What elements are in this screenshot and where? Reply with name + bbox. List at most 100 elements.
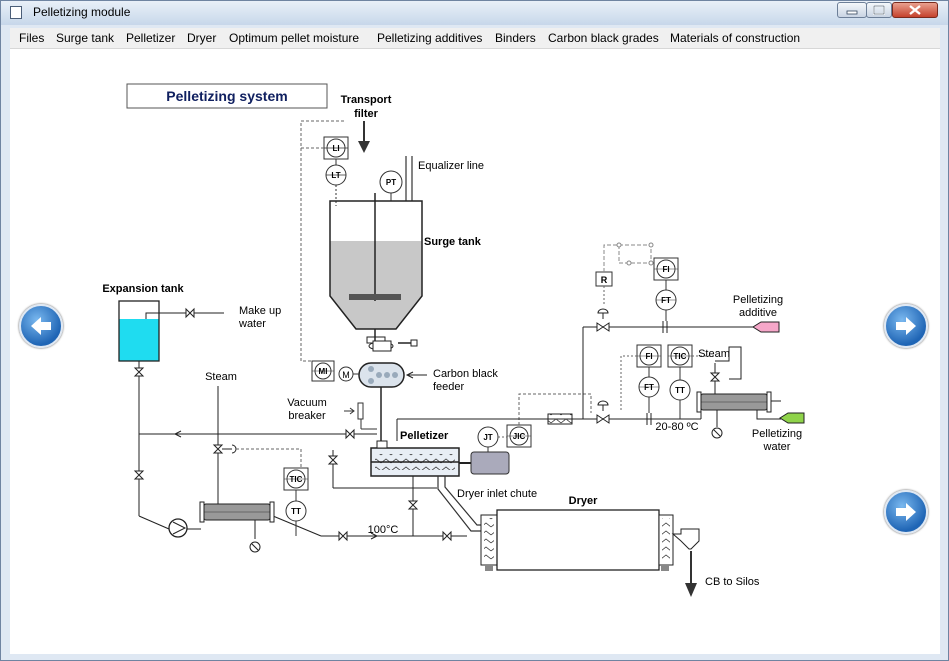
dryer-label: Dryer	[569, 495, 598, 507]
carbon-black-feeder-label-1: Carbon black	[433, 368, 498, 380]
menu-dryer[interactable]: Dryer	[187, 31, 217, 45]
lt-text: LT	[331, 171, 340, 180]
menu-materials-of-construction[interactable]: Materials of construction	[670, 31, 801, 45]
surge-tank	[329, 193, 423, 341]
mi-indicator: MI	[311, 360, 335, 382]
diagram-title-box: Pelletizing system	[126, 83, 328, 109]
jt-transmitter: JT	[477, 426, 499, 452]
static-mixer	[547, 413, 573, 425]
vacuum-breaker-valve	[344, 402, 377, 430]
carbon-black-feeder	[358, 362, 405, 388]
pt-text: PT	[386, 178, 396, 187]
arrow-right-icon	[896, 317, 916, 335]
r-text: R	[601, 275, 608, 285]
tic-right-controller: TIC	[667, 344, 693, 368]
ft-mid-text: FT	[644, 383, 654, 392]
next-page-button-top[interactable]	[884, 304, 928, 348]
cb-to-silos-arrow	[685, 551, 697, 597]
jt-text: JT	[483, 433, 492, 442]
tic-right-text: TIC	[674, 352, 687, 361]
tic-left-text: TIC	[290, 475, 303, 484]
additive-inlet-arrow	[752, 321, 780, 333]
tt-right-transmitter: TT	[669, 367, 691, 419]
vacuum-breaker-label-2: breaker	[288, 410, 326, 422]
minimize-icon	[846, 10, 858, 15]
window-title: Pelletizing module	[33, 5, 131, 19]
pt-transmitter: PT	[379, 170, 403, 201]
equalizer-line	[405, 156, 413, 201]
title-bar: Pelletizing module	[1, 1, 948, 25]
pelletizer	[370, 440, 460, 477]
close-button[interactable]	[892, 2, 938, 18]
steam-left-label: Steam	[205, 371, 237, 383]
fi-mid-indicator: FI	[636, 344, 662, 368]
fi-mid-text: FI	[645, 352, 652, 361]
water-control-valve	[596, 414, 610, 424]
app-icon	[10, 6, 22, 19]
heat-exchanger-right	[696, 391, 781, 439]
steam-left-valve	[212, 444, 237, 454]
maximize-icon	[873, 5, 885, 15]
menu-bar: Files Surge tank Pelletizer Dryer Optimu…	[10, 28, 940, 49]
dryer	[480, 509, 700, 571]
water-pump	[168, 518, 188, 538]
menu-carbon-black-grades[interactable]: Carbon black grades	[548, 31, 659, 45]
carbon-black-feeder-label-2: feeder	[433, 381, 465, 393]
pelletizer-label: Pelletizer	[400, 430, 449, 442]
heat-exchanger-left	[199, 501, 275, 553]
tic-left-controller: TIC	[283, 467, 309, 491]
menu-pelletizer[interactable]: Pelletizer	[126, 31, 176, 45]
menu-files[interactable]: Files	[19, 31, 45, 45]
temp-range-label: 20-80 ºC	[655, 421, 698, 433]
tt-right-text: TT	[675, 386, 685, 395]
pelletizer-motor	[459, 451, 510, 475]
ft-top-transmitter: FT	[655, 280, 677, 321]
steam-right-valve	[709, 372, 721, 382]
minimize-button[interactable]	[837, 2, 867, 18]
ft-mid-transmitter: FT	[638, 367, 660, 413]
diagram-title: Pelletizing system	[166, 88, 287, 104]
content-area: Pelletizing system Transport filter Equa…	[10, 49, 940, 654]
cb-to-silos-label: CB to Silos	[705, 576, 760, 588]
previous-page-button[interactable]	[19, 304, 63, 348]
make-up-water-label-2: water	[238, 318, 266, 330]
lt-transmitter: LT	[325, 164, 347, 186]
transport-filter-arrow	[358, 121, 370, 153]
temp-100-label: 100°C	[368, 524, 399, 536]
fi-top-text: FI	[662, 265, 669, 274]
transport-filter-label-1: Transport	[341, 94, 392, 106]
menu-pelletizing-additives[interactable]: Pelletizing additives	[377, 31, 483, 45]
tt-left-transmitter: TT	[285, 490, 307, 536]
menu-optimum-pellet-moisture[interactable]: Optimum pellet moisture	[229, 31, 360, 45]
arrow-right-icon	[896, 503, 916, 521]
maximize-button[interactable]	[866, 2, 892, 18]
rotary-valve	[366, 336, 418, 352]
arrow-left-icon	[31, 317, 51, 335]
menu-binders[interactable]: Binders	[495, 31, 536, 45]
ft-top-text: FT	[661, 296, 671, 305]
menu-surge-tank[interactable]: Surge tank	[56, 31, 115, 45]
equalizer-line-label: Equalizer line	[418, 160, 484, 172]
dryer-inlet-chute	[437, 476, 481, 532]
pelletizing-additive-label-2: additive	[739, 307, 777, 319]
tt-left-text: TT	[291, 507, 301, 516]
expansion-tank	[118, 300, 160, 362]
jic-controller: JIC	[506, 424, 532, 448]
pelletizing-additive-label-1: Pelletizing	[733, 294, 783, 306]
li-indicator: LI	[323, 136, 349, 160]
transport-filter-label-2: filter	[354, 108, 379, 120]
pelletizing-water-label-1: Pelletizing	[752, 428, 802, 440]
ratio-relay: R	[595, 271, 613, 287]
water-inlet-arrow	[779, 412, 805, 424]
close-icon	[909, 5, 921, 15]
dryer-inlet-chute-label: Dryer inlet chute	[457, 488, 537, 500]
makeup-water-valve	[185, 307, 195, 319]
feeder-motor: M	[338, 366, 359, 382]
surge-tank-label: Surge tank	[424, 236, 482, 248]
expansion-tank-label: Expansion tank	[102, 283, 184, 295]
make-up-water-label-1: Make up	[239, 305, 281, 317]
process-diagram: Pelletizing system Transport filter Equa…	[102, 83, 805, 597]
steam-right-label: Steam	[698, 348, 730, 360]
next-page-button-bottom[interactable]	[884, 490, 928, 534]
